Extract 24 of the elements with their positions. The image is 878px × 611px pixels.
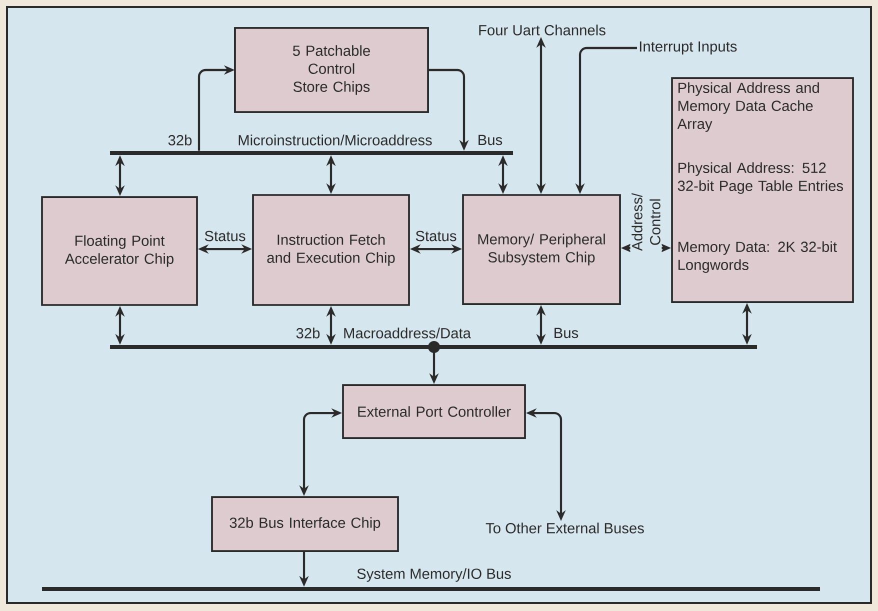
bus-label: System Memory/IO Bus [357,568,511,582]
signal-label: To Other External Buses [486,522,644,534]
chip-box: External Port Controller [342,384,526,439]
signal-label: Four Uart Channels [479,24,606,36]
chip-box: 32b Bus Interface Chip [211,496,399,552]
chip-box: Floating Point Accelerator Chip [41,196,198,306]
bus-label: Microinstruction/Microaddress [238,134,432,146]
bus-label: Macroaddress/Data [344,328,471,338]
chip-box: Instruction Fetch and Execution Chip [252,194,410,306]
bus-label: Bus [554,328,578,338]
bus-bar [42,587,820,591]
edge-label: Status [414,229,458,243]
signal-label: Interrupt Inputs [640,41,737,55]
cache-box [671,77,854,303]
bus-label: 32b [296,328,320,338]
chip-box: Memory/ Peripheral Subsystem Chip [462,194,621,305]
box-text: Memory Data: 2K 32-bit Longwords [678,241,837,273]
box-text: Physical Address: 512 32-bit Page Table Entries [678,162,844,194]
bus-label: Bus [478,134,502,146]
chip-array-box: 5 Patchable Control Store Chips [234,27,429,113]
box-text: Physical Address and Memory Data Cache Array [677,82,819,132]
edge-label: Address/ Control [630,187,662,257]
bus-label: 32b [168,134,192,146]
edge-label: Status [202,229,248,243]
